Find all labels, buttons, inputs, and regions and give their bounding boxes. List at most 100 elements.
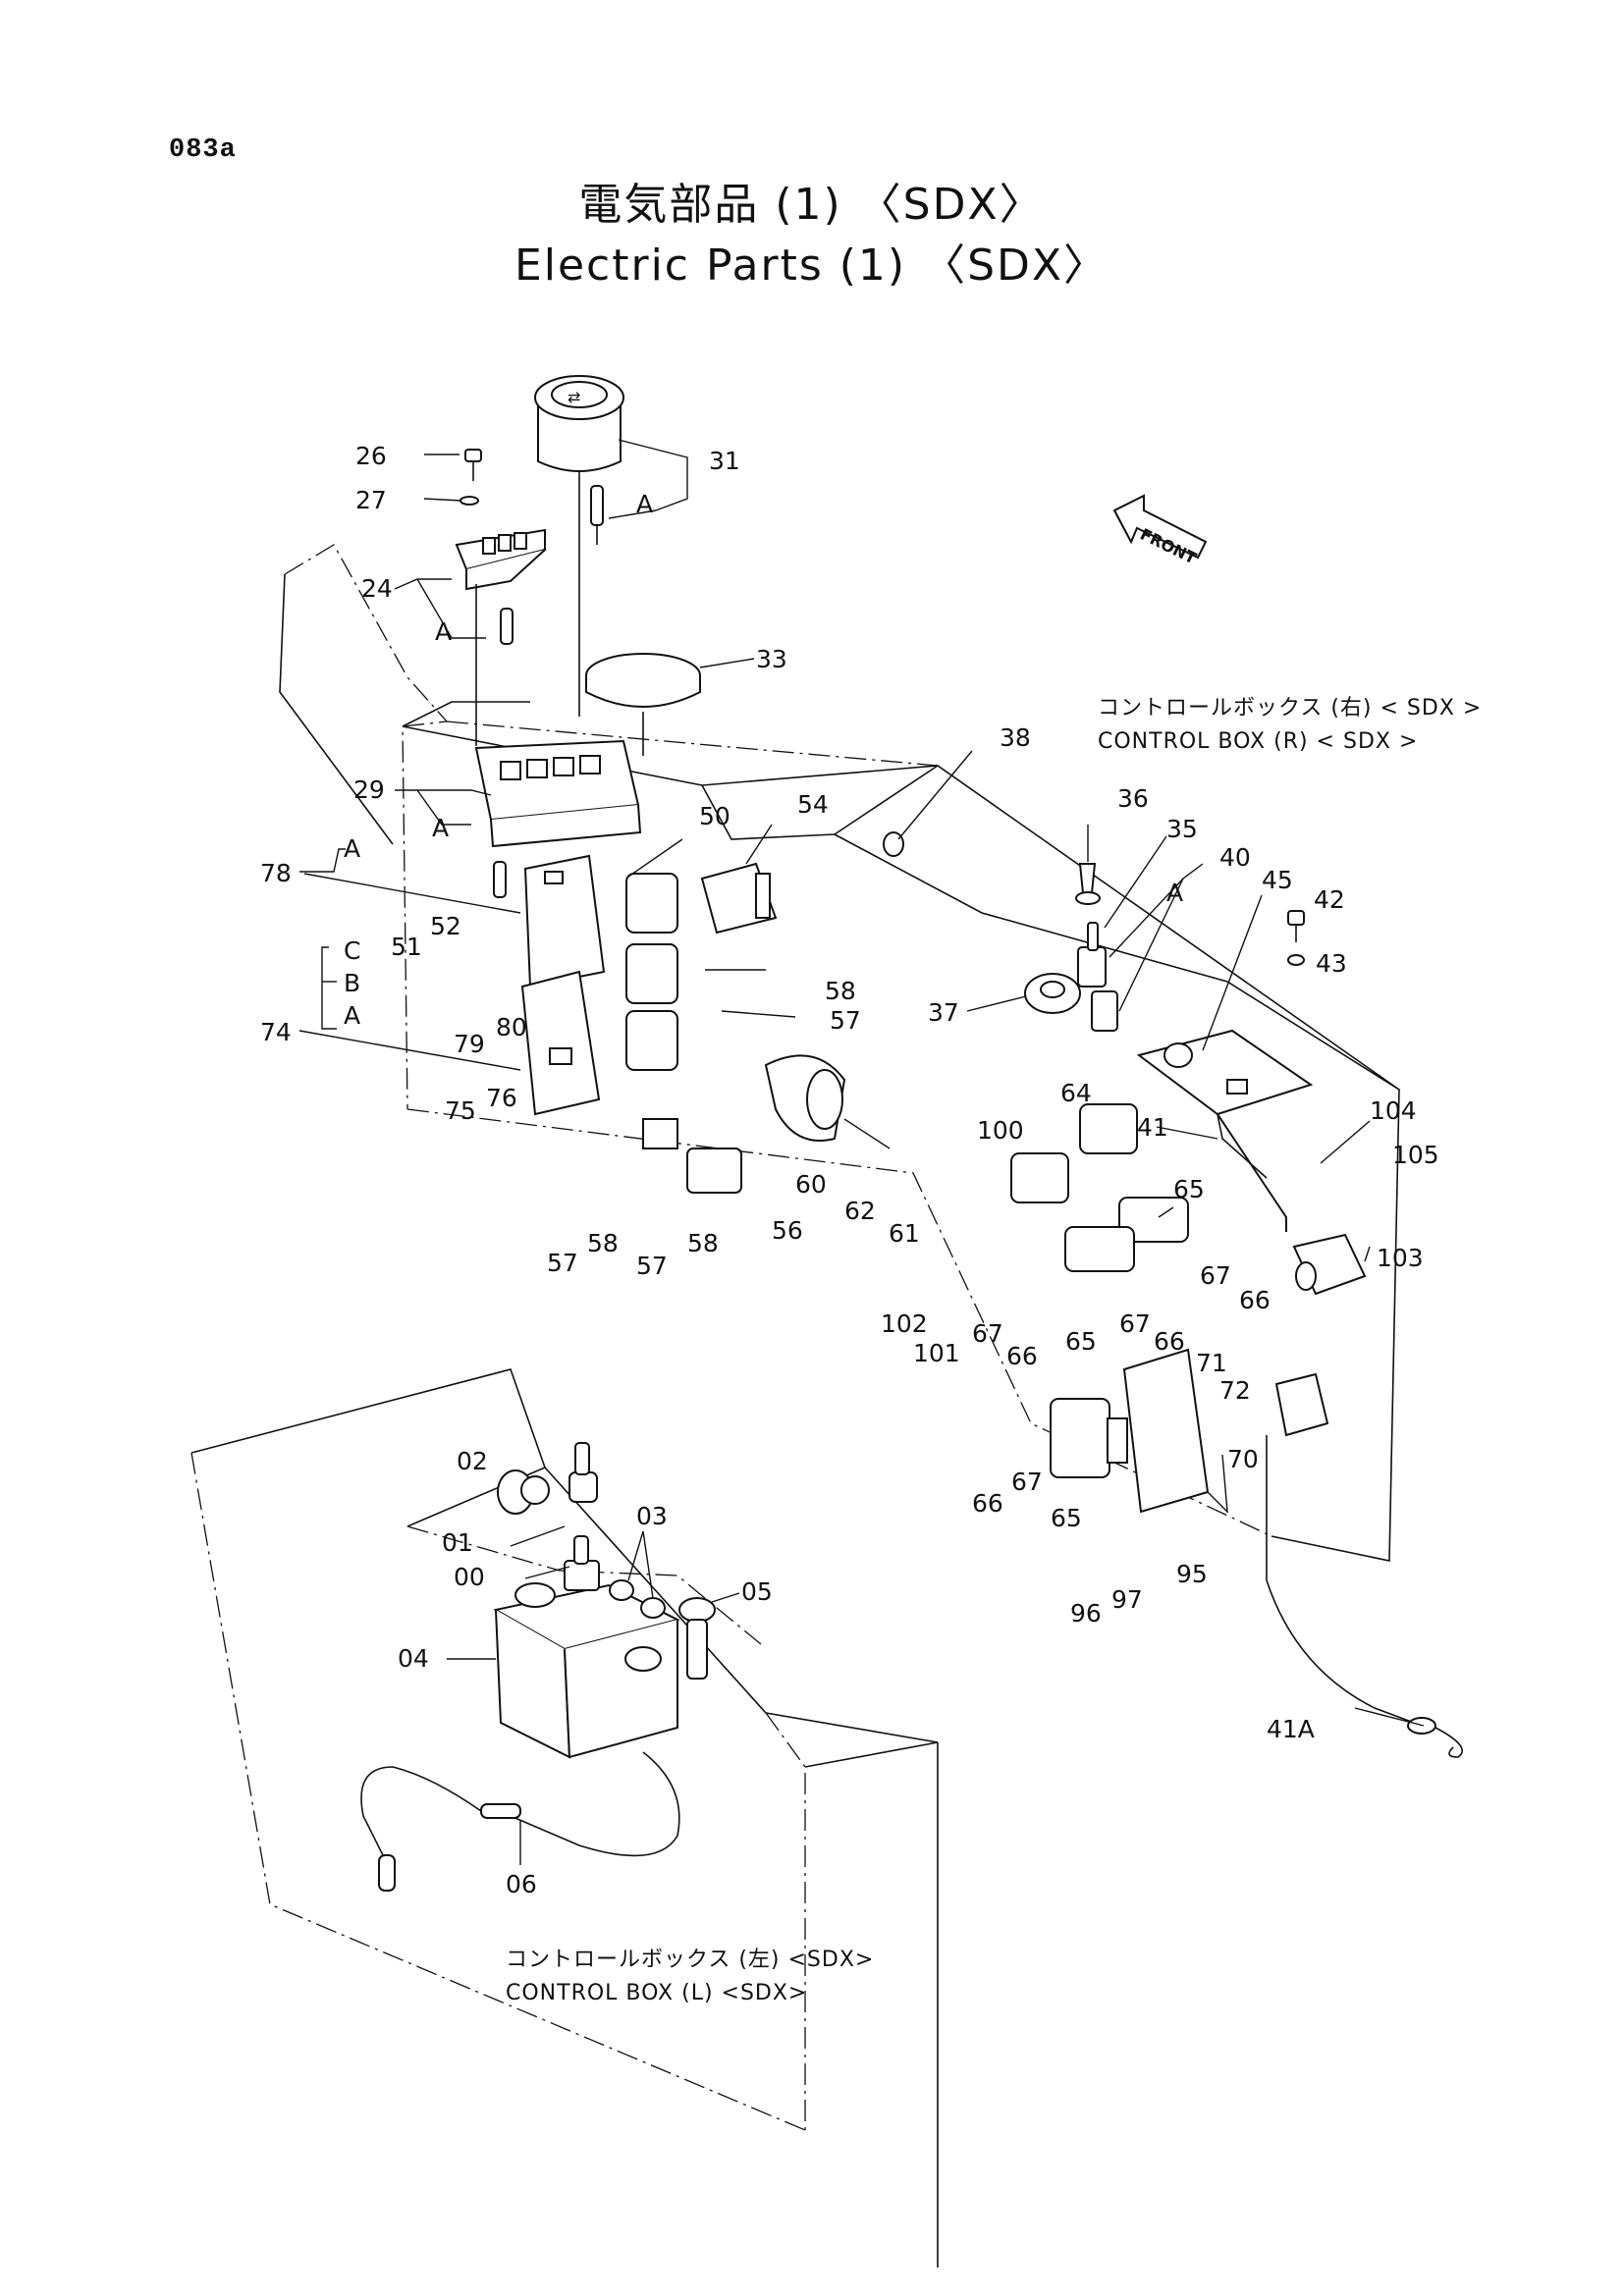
part-35-key-switch	[1024, 922, 1118, 1032]
part-24-switch-panel	[455, 528, 546, 746]
callout-97: 97	[1111, 1585, 1143, 1614]
callout-67-d: 67	[1011, 1468, 1043, 1496]
callout-43: 43	[1316, 949, 1347, 978]
callout-37: 37	[928, 998, 959, 1027]
part-00-switch	[564, 1535, 600, 1591]
callout-96: 96	[1070, 1599, 1102, 1628]
callout-27: 27	[355, 486, 387, 514]
part-70-unit	[1266, 1372, 1463, 1758]
title-japanese: 電気部品 (1) 〈SDX〉	[578, 180, 1045, 230]
callout-26: 26	[355, 442, 387, 470]
callout-62: 62	[844, 1197, 876, 1225]
part-45-plate	[1136, 1029, 1314, 1232]
callout-labels: 26 27 31 A 24 A 33 29 A A 78 50 54 51 52…	[260, 442, 1439, 1898]
callout-75: 75	[445, 1096, 476, 1125]
callout-05: 05	[741, 1577, 773, 1606]
ref-letter-a-1: A	[636, 490, 653, 518]
callout-57-a: 57	[830, 1006, 861, 1035]
callout-58-c: 58	[687, 1229, 719, 1257]
part-05-connector	[678, 1597, 716, 1680]
part-26-screw	[460, 449, 482, 506]
control-box-left-outline	[190, 1368, 939, 2268]
callout-36: 36	[1117, 784, 1149, 813]
callout-104: 104	[1370, 1096, 1417, 1125]
callout-65-a: 65	[1173, 1175, 1205, 1203]
callout-58-b: 58	[587, 1229, 619, 1257]
control-box-left-label: コントロールボックス (左) <SDX> CONTROL BOX (L) <SD…	[506, 1948, 874, 2005]
callout-56: 56	[772, 1216, 803, 1245]
callout-67-a: 67	[1200, 1261, 1231, 1290]
callout-38: 38	[1000, 723, 1031, 752]
callout-50: 50	[699, 802, 730, 830]
ref-letter-c: C	[344, 936, 360, 965]
part-03-lamps	[609, 1579, 666, 1619]
callout-66-c: 66	[1154, 1327, 1185, 1356]
callout-03: 03	[636, 1502, 668, 1530]
callout-02: 02	[457, 1447, 488, 1475]
svg-text:⇄: ⇄	[568, 388, 580, 406]
title-english: Electric Parts (1) 〈SDX〉	[514, 240, 1109, 291]
callout-64: 64	[1060, 1079, 1092, 1107]
callout-54: 54	[797, 790, 829, 819]
part-04-switch-box	[493, 1582, 680, 1759]
callout-103: 103	[1377, 1244, 1424, 1272]
callout-04: 04	[398, 1644, 429, 1673]
ref-letter-a-4: A	[344, 834, 360, 863]
callout-72: 72	[1219, 1376, 1251, 1405]
callout-65-b: 65	[1065, 1327, 1097, 1356]
control-box-right-jp: コントロールボックス (右) < SDX >	[1098, 696, 1482, 721]
part-33-cover	[585, 653, 701, 756]
callout-95: 95	[1176, 1560, 1208, 1588]
control-box-right-en: CONTROL BOX (R) < SDX >	[1098, 729, 1418, 754]
part-78-controller	[520, 854, 606, 1116]
part-01-toggle	[568, 1442, 598, 1503]
callout-70: 70	[1227, 1445, 1259, 1473]
callout-51: 51	[391, 933, 422, 961]
callout-61: 61	[889, 1219, 920, 1248]
ref-letter-a-2: A	[435, 617, 452, 646]
callout-42: 42	[1314, 885, 1345, 914]
callout-78: 78	[260, 859, 292, 887]
part-60-buzzer	[764, 1054, 846, 1142]
callout-45: 45	[1262, 866, 1293, 894]
callout-100: 100	[977, 1116, 1024, 1145]
callout-67-c: 67	[1119, 1309, 1151, 1338]
callout-00: 00	[454, 1563, 485, 1591]
part-103-relay	[1292, 1233, 1367, 1296]
callout-01: 01	[442, 1528, 473, 1557]
part-36-switch	[1075, 863, 1101, 905]
page-number: 083a	[169, 135, 237, 165]
part-29-monitor	[474, 739, 642, 898]
callout-24: 24	[361, 574, 393, 603]
control-box-left-jp: コントロールボックス (左) <SDX>	[506, 1948, 874, 1972]
part-56-relay	[642, 1118, 742, 1194]
part-02-rotary	[497, 1469, 550, 1515]
callout-52: 52	[430, 912, 461, 940]
part-06-cable	[360, 1751, 680, 1892]
callout-31: 31	[709, 447, 740, 475]
callout-80: 80	[496, 1013, 527, 1041]
callout-102: 102	[881, 1309, 928, 1338]
callout-66-a: 66	[1239, 1286, 1271, 1314]
callout-66-d: 66	[972, 1489, 1003, 1518]
leader-lines	[298, 439, 1425, 1865]
callout-66-b: 66	[1006, 1342, 1038, 1370]
callout-79: 79	[454, 1030, 485, 1058]
callout-57-c: 57	[636, 1252, 668, 1280]
part-31-hour-meter: ⇄	[534, 375, 624, 717]
front-arrow: FRONT	[1112, 494, 1208, 567]
control-box-left-en: CONTROL BOX (L) <SDX>	[506, 1981, 807, 2005]
part-95-controller	[1050, 1348, 1210, 1514]
callout-35: 35	[1166, 815, 1198, 843]
callout-101: 101	[913, 1339, 960, 1367]
callout-41: 41	[1137, 1113, 1168, 1142]
callout-67-b: 67	[972, 1319, 1003, 1348]
part-50-relays	[625, 862, 778, 1071]
callout-57-b: 57	[547, 1249, 578, 1277]
callout-60: 60	[795, 1170, 827, 1199]
callout-65-c: 65	[1051, 1504, 1082, 1532]
callout-76: 76	[486, 1084, 517, 1112]
callout-74: 74	[260, 1018, 292, 1046]
callout-71: 71	[1196, 1349, 1227, 1377]
callout-41a: 41A	[1267, 1715, 1315, 1743]
